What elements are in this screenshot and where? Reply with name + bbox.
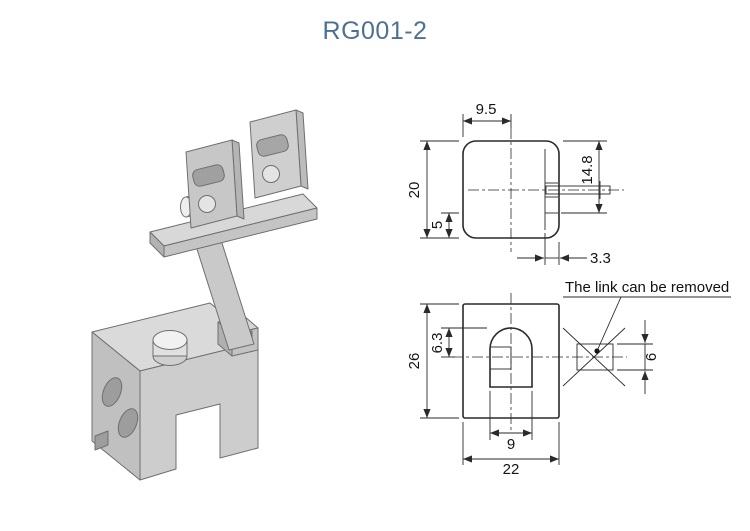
dim-pin-offset: 3.3	[517, 233, 611, 267]
front-plate-slot	[192, 164, 225, 187]
dim-left-height: 20	[406, 140, 459, 239]
dim-top-width: 9.5	[462, 101, 512, 137]
dim-label: 9.5	[476, 101, 497, 118]
dim-label: 22	[503, 461, 520, 478]
dim-link-height: 6	[617, 320, 660, 394]
base-plate-side-edge	[163, 207, 318, 258]
dim-label: 14.8	[579, 155, 596, 184]
dim-bottom-left: 5	[429, 212, 459, 238]
dim-height: 26	[406, 303, 459, 419]
dim-label: 26	[406, 353, 423, 370]
block-front-face-notched	[139, 341, 259, 481]
dim-label: 6	[643, 353, 660, 361]
link-annotation: The link can be removed	[563, 279, 731, 354]
slot-inner-window	[489, 346, 512, 370]
dim-label: 5	[429, 221, 446, 229]
leader-line	[596, 296, 622, 352]
cylinder-top	[152, 330, 188, 350]
side-view: 9.5 14.8 20 5	[406, 101, 624, 267]
front-plate-hole	[198, 195, 216, 213]
rear-plate-slot	[256, 134, 289, 157]
rect-hole	[94, 430, 109, 451]
body-outline	[462, 303, 560, 419]
d-slot	[489, 327, 533, 388]
dim-label: 20	[406, 182, 423, 199]
front-view: The link can be removed 26 6.3 9	[406, 279, 731, 478]
dim-width: 22	[462, 422, 560, 478]
dim-right-height: 14.8	[561, 140, 607, 214]
dim-slot-width: 9	[489, 391, 533, 453]
isometric-part-view	[91, 109, 318, 481]
cross-out-line	[562, 327, 626, 387]
body-outline	[462, 140, 560, 239]
removable-link	[562, 327, 626, 387]
part-number-title: RG001-2	[322, 17, 428, 45]
dim-label: 6.3	[429, 333, 446, 354]
pin	[545, 185, 611, 195]
oval-hole	[101, 377, 123, 407]
dim-label: 9	[507, 436, 515, 453]
link-body	[576, 343, 614, 371]
dim-label: 3.3	[590, 250, 611, 267]
oval-hole	[117, 408, 139, 438]
annotation-text: The link can be removed	[565, 279, 729, 296]
rear-plate-hole	[262, 165, 280, 183]
dim-slot-offset: 6.3	[429, 327, 487, 358]
